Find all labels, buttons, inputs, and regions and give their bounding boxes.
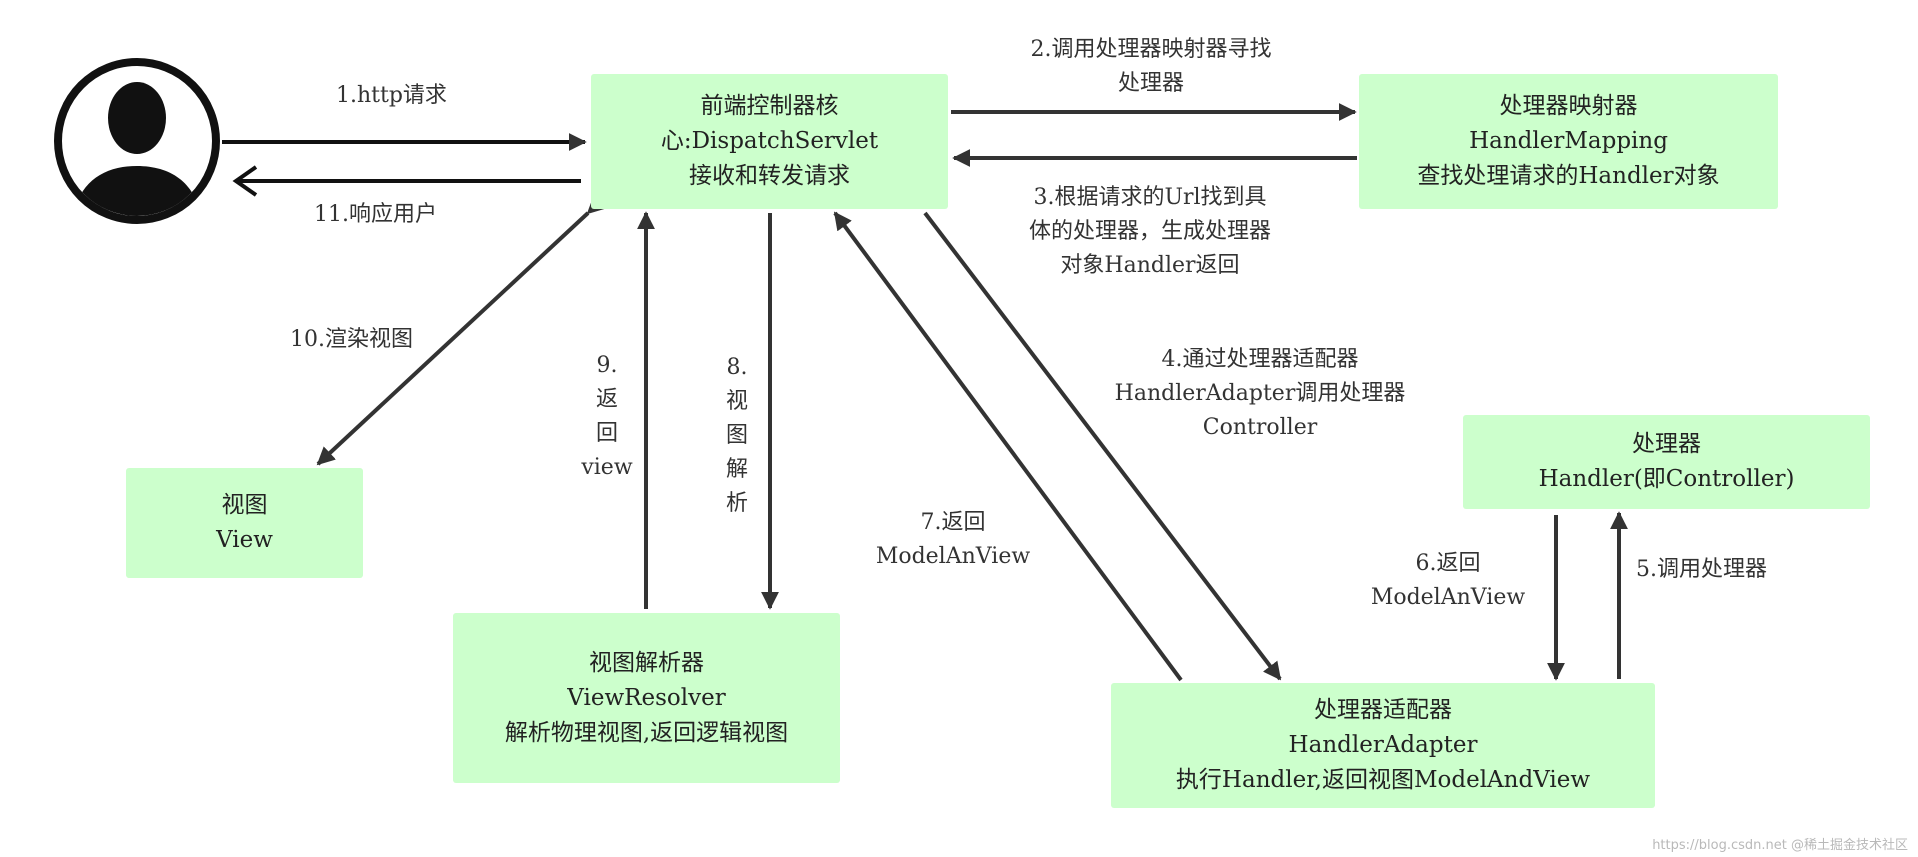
edge-label-11-line-1: 11.响应用户 [314,202,437,227]
watermark: https://blog.csdn.net @稀土掘金技术社区 [1652,838,1908,853]
edge-label-3-line-3: 对象Handler返回 [1060,253,1240,278]
edge-label-8-line-3: 图 [725,423,748,448]
edge-label-4-call-adapter: 4.通过处理器适配器 HandlerAdapter调用处理器 Controlle… [1080,343,1440,445]
edge-label-7-return-modelandview: 7.返回 ModelAnView [868,506,1038,574]
edge-label-8-line-1: 8. [726,355,748,380]
edge-label-3-return-handler: 3.根据请求的Url找到具 体的处理器，生成处理器 对象Handler返回 [980,181,1320,283]
handler-mapping-line-3: 查找处理请求的Handler对象 [1417,163,1720,189]
user-avatar-icon [54,58,220,224]
handler-node: 处理器 Handler(即Controller) [1463,415,1870,509]
edge-label-9-return-view: 9. 返 回 view [572,349,642,485]
handler-line-2: Handler(即Controller) [1538,466,1795,492]
edge-label-10-line-1: 10.渲染视图 [290,327,413,352]
edge-label-4-line-1: 4.通过处理器适配器 [1161,347,1359,372]
dispatcher-line-1: 前端控制器核 [700,93,839,119]
edge-label-4-line-3: Controller [1202,415,1318,440]
view-node: 视图 View [126,468,363,578]
edge-label-10-render-view: 10.渲染视图 [290,323,413,357]
arrow-render-view [316,195,606,466]
view-line-1: 视图 [221,492,268,518]
view-resolver-line-2: ViewResolver [567,684,726,711]
dispatcher-line-3: 接收和转发请求 [689,163,850,189]
edge-label-11-response: 11.响应用户 [314,198,437,232]
edge-label-6-handler-return: 6.返回 ModelAnView [1363,547,1533,615]
handler-adapter-node: 处理器适配器 HandlerAdapter 执行Handler,返回视图Mode… [1111,683,1655,808]
edge-label-2-line-2: 处理器 [1117,71,1184,96]
arrow-call-adapter [923,211,1282,681]
view-resolver-node: 视图解析器 ViewResolver 解析物理视图,返回逻辑视图 [453,613,840,783]
handler-adapter-line-1: 处理器适配器 [1314,697,1452,723]
edge-label-9-line-4: view [581,455,633,480]
edge-label-9-line-1: 9. [596,353,618,378]
edge-label-8-line-4: 解 [725,457,748,482]
edge-label-6-line-1: 6.返回 [1415,551,1481,576]
arrow-response-head [232,165,258,197]
edge-label-8-view-resolve: 8. 视 图 解 析 [717,351,757,521]
edge-label-3-line-2: 体的处理器，生成处理器 [1028,219,1271,244]
edge-label-9-line-3: 回 [595,421,618,446]
edge-label-3-line-1: 3.根据请求的Url找到具 [1033,185,1267,210]
edge-label-1-line-1: 1.http请求 [336,83,447,108]
edge-label-2-call-mapping: 2.调用处理器映射器寻找 处理器 [986,33,1316,101]
view-resolver-line-3: 解析物理视图,返回逻辑视图 [504,719,789,746]
handler-adapter-line-3: 执行Handler,返回视图ModelAndView [1175,767,1591,793]
edge-label-5-line-1: 5.调用处理器 [1636,557,1767,582]
handler-mapping-node: 处理器映射器 HandlerMapping 查找处理请求的Handler对象 [1359,74,1778,209]
dispatcher-servlet-node: 前端控制器核 心:DispatchServlet 接收和转发请求 [591,74,948,209]
handler-line-1: 处理器 [1632,431,1701,457]
edge-label-2-line-1: 2.调用处理器映射器寻找 [1030,37,1272,62]
edge-label-4-line-2: HandlerAdapter调用处理器 [1114,381,1406,406]
edge-label-8-line-2: 视 [725,389,748,414]
edge-label-9-line-2: 返 [595,387,618,412]
edge-label-7-line-1: 7.返回 [920,510,986,535]
edge-label-6-line-2: ModelAnView [1370,585,1526,610]
edge-label-1-http-request: 1.http请求 [336,79,447,113]
view-resolver-line-1: 视图解析器 [589,649,704,676]
handler-adapter-line-2: HandlerAdapter [1288,732,1478,758]
handler-mapping-line-2: HandlerMapping [1469,128,1668,154]
edge-label-5-call-handler: 5.调用处理器 [1636,553,1767,587]
view-line-2: View [216,527,273,553]
dispatcher-line-2: 心:DispatchServlet [660,128,879,154]
handler-mapping-line-1: 处理器映射器 [1499,93,1638,119]
edge-label-7-line-2: ModelAnView [875,544,1031,569]
arrow-return-modelandview [833,211,1183,682]
edge-label-8-line-5: 析 [725,491,748,516]
